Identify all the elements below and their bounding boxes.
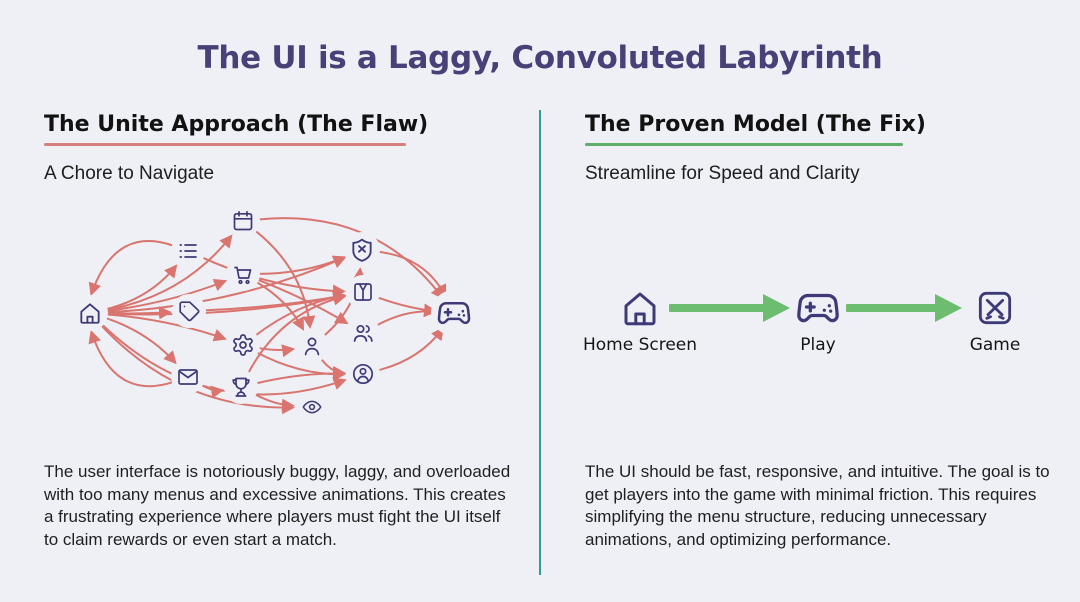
trophy-icon [232,377,250,397]
edge-cart-user [255,280,305,331]
edge-checklist-home [88,240,175,297]
jersey-icon [354,283,372,301]
eye-icon [302,400,322,414]
flow-arrow-icon [669,294,790,322]
fix-description: The UI should be fast, responsive, and i… [585,462,1050,549]
edge-shield-gamepad [376,250,447,298]
flow-step-home-screen: Home Screen [555,282,725,355]
edge-mail-home [88,329,175,388]
tag-node [172,294,206,328]
users-node [346,316,380,350]
column-divider [539,110,541,575]
crossed-swords-icon [975,282,1015,334]
flaw-description: The user interface is notoriously buggy,… [44,462,511,549]
calendar-node [226,204,260,238]
flow-step-game: Game [910,282,1080,355]
fix-heading-underline [585,143,903,146]
edge-checklist-jersey [201,256,346,298]
edge-cart-shield [257,255,347,275]
settings-node [226,328,260,362]
edge-home-mail [103,316,177,365]
user-icon [304,337,320,356]
shield-icon [352,238,372,262]
edge-home-checklist [104,264,178,311]
settings-icon [233,334,253,356]
edge-home-settings [104,313,227,342]
gamepad-icon [795,282,841,334]
edge-users-gamepad [375,304,438,327]
flaw-subtitle: A Chore to Navigate [44,163,215,184]
mail-icon [178,369,198,385]
gamepad-node [431,290,477,336]
home-icon [619,282,661,334]
edge-trophy-jersey [247,292,347,375]
fix-heading: The Proven Model (The Fix) [585,112,926,137]
home-node [72,295,108,331]
flow-arrow-icon [846,294,962,322]
page-title: The UI is a Laggy, Convoluted Labyrinth [197,40,883,76]
account-icon [352,363,374,385]
gamepad-icon [437,301,471,325]
edge-mail-trophy [200,383,225,399]
tag-icon [179,301,200,322]
flow-step-label: Home Screen [582,335,698,355]
edge-home-shield [104,256,347,314]
edge-user-support [319,357,346,379]
flaw-heading-underline [44,143,406,146]
flow-step-play: Play [733,282,903,355]
fix-flow-diagram: Home Screen Play Game [583,282,1040,367]
home-icon [80,303,100,324]
eye-node [296,391,328,423]
edge-jersey-gamepad [376,296,438,317]
calendar-icon [233,210,253,231]
flaw-navigation-diagram [72,204,477,423]
edge-settings-user [257,344,296,358]
users-icon [353,324,373,342]
trophy-node [224,370,258,404]
flaw-heading: The Unite Approach (The Flaw) [44,112,429,137]
cart-icon [234,266,252,285]
flow-step-label: Game [969,335,1021,355]
edge-home-calendar [104,234,233,312]
checklist-icon [179,244,197,258]
edge-calendar-user [254,229,316,330]
edge-home-cart [104,279,228,313]
fix-subtitle: Streamline for Speed and Clarity [585,163,860,184]
edge-trophy-eye [253,393,295,412]
edge-cart-users [256,278,349,325]
cart-node [226,257,260,291]
edge-support-gamepad [377,326,444,372]
flow-step-label: Play [800,335,836,355]
